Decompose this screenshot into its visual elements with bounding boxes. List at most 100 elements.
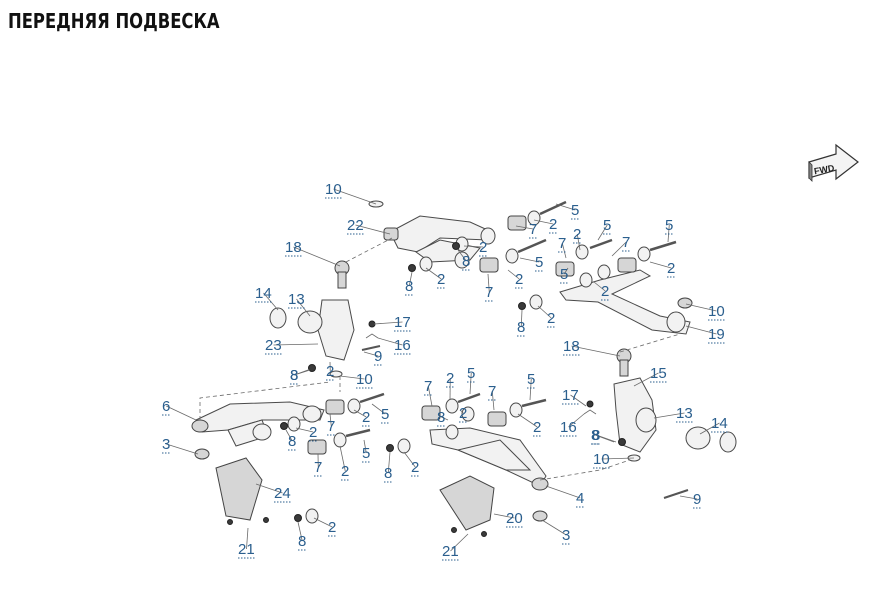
callout-leader-line [363, 439, 367, 454]
callout-leader-line [295, 427, 314, 433]
callout-leader-line [408, 271, 413, 287]
callout-number: 5 [571, 202, 579, 219]
callout-leader-line [611, 241, 627, 257]
steering-knuckle-right [613, 348, 737, 462]
callout-number: 21 [442, 543, 459, 560]
bushing-group-lower-right [386, 392, 547, 454]
callout-c32: 16 [377, 337, 411, 355]
callout-number: 20 [506, 510, 523, 527]
skid-guard-right [439, 475, 495, 531]
callout-number: 2 [549, 216, 557, 233]
callout-leader-line [541, 519, 567, 536]
callout-c16: 2 [507, 269, 524, 289]
callout-number: 8 [384, 465, 392, 482]
callout-c49: 2 [517, 413, 542, 437]
callout-leader-line [425, 267, 442, 280]
callout-c24: 14 [255, 285, 279, 311]
callout-c45: 2 [353, 409, 371, 427]
callout-c48: 2 [459, 405, 468, 423]
callout-c4: 5 [555, 202, 580, 220]
callout-c23: 2 [537, 305, 556, 328]
callout-number: 13 [288, 291, 305, 308]
steering-knuckle-left [269, 260, 355, 378]
callout-number: 18 [563, 338, 580, 355]
callout-c58: 2 [403, 451, 420, 477]
callout-c51: 3 [162, 436, 199, 455]
callout-c63: 10 [593, 451, 635, 469]
callout-number: 6 [162, 398, 170, 415]
callout-leader-line [427, 385, 433, 407]
callout-number: 8 [290, 367, 298, 384]
callout-number: 13 [676, 405, 693, 422]
assembly-guide-lines [199, 237, 681, 481]
callout-c10: 2 [463, 239, 488, 257]
callout-c6: 7 [515, 221, 538, 239]
callout-leader-line [545, 485, 581, 499]
callout-number: 2 [515, 271, 523, 288]
callout-c36: 18 [563, 338, 621, 357]
callout-c20: 2 [649, 260, 676, 278]
callout-leader-line [685, 325, 717, 335]
callout-leader-line [329, 413, 332, 427]
callout-c22: 8 [517, 309, 526, 337]
callout-c18: 2 [593, 281, 610, 301]
callout-leader-line [371, 403, 386, 415]
callout-number: 2 [459, 405, 467, 422]
callout-c42: 7 [488, 383, 497, 411]
callout-number: 9 [374, 348, 382, 365]
callout-c7: 2 [573, 226, 582, 251]
callout-leader-line [633, 372, 659, 387]
callout-leader-line [601, 457, 635, 460]
callout-number: 2 [411, 459, 419, 476]
callout-c11: 5 [665, 217, 674, 243]
callout-leader-line [450, 533, 469, 552]
callout-number: 7 [485, 284, 493, 301]
callout-number: 2 [309, 424, 317, 441]
callout-leader-line [517, 413, 538, 428]
callout-number: 2 [326, 363, 334, 380]
callout-leader-line [520, 309, 523, 328]
callout-c19: 7 [485, 273, 494, 302]
callout-c64: 4 [545, 485, 585, 508]
callout-leader-line [339, 375, 365, 380]
lower-control-arm-right [429, 427, 549, 522]
callout-leader-line [463, 245, 484, 248]
callout-c44: 7 [327, 413, 336, 436]
lower-control-arm-left [191, 401, 325, 460]
callout-number: 10 [325, 181, 342, 198]
callout-number: 5 [665, 217, 673, 234]
callout-number: 14 [255, 285, 272, 302]
callout-leader-line [313, 517, 333, 528]
callout-c65: 24 [255, 483, 291, 503]
callout-number: 8 [517, 319, 525, 336]
callout-number: 17 [562, 387, 579, 404]
callout-c69: 8 [297, 521, 307, 551]
callout-number: 10 [708, 303, 725, 320]
callout-leader-line [519, 257, 540, 263]
callout-number: 7 [314, 459, 322, 476]
callout-c17: 8 [405, 271, 414, 296]
callout-leader-line [246, 527, 249, 550]
callout-leader-line [537, 305, 552, 319]
callout-leader-line [294, 369, 309, 376]
bushing-group-top-right [518, 238, 677, 310]
callout-leader-line [507, 269, 520, 280]
callout-c35: 10 [339, 371, 373, 389]
callout-leader-line [333, 188, 377, 205]
callout-leader-line [679, 495, 698, 500]
callout-leader-line [563, 267, 569, 275]
callout-number: 7 [622, 234, 630, 251]
callout-number: 10 [593, 451, 610, 468]
callout-leader-line [403, 451, 416, 468]
callout-c55: 2 [339, 445, 350, 481]
callout-c57: 8 [384, 451, 393, 483]
callout-leader-line [529, 378, 532, 401]
callout-leader-line [596, 434, 617, 443]
callout-leader-line [685, 303, 717, 312]
callout-number: 2 [437, 271, 445, 288]
callout-c56: 5 [362, 439, 371, 463]
callout-c15: 8 [457, 249, 471, 271]
callout-leader-line [491, 390, 495, 411]
callout-c50: 17 [562, 387, 587, 407]
